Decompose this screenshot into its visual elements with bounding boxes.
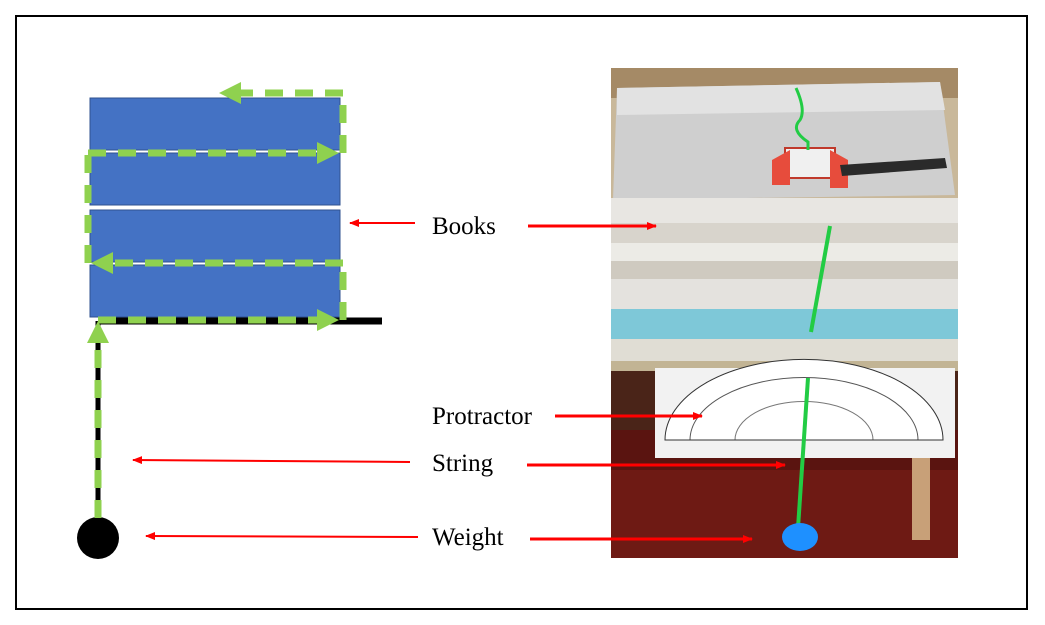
book-4 — [89, 264, 341, 318]
book-2 — [89, 152, 341, 206]
book-1 — [89, 97, 341, 151]
figure-frame — [15, 15, 1028, 610]
string-arrow-left — [132, 456, 411, 465]
books-label: Books — [432, 213, 496, 240]
book-3 — [89, 209, 341, 263]
weight-label: Weight — [432, 524, 504, 551]
weight-arrow-left — [145, 532, 419, 541]
weight-circle — [77, 517, 119, 559]
string-label: String — [432, 450, 494, 477]
string-route-path — [84, 82, 347, 518]
setup-photo — [611, 68, 958, 558]
book-stack-schematic — [89, 97, 341, 318]
protractor-label: Protractor — [432, 403, 532, 430]
